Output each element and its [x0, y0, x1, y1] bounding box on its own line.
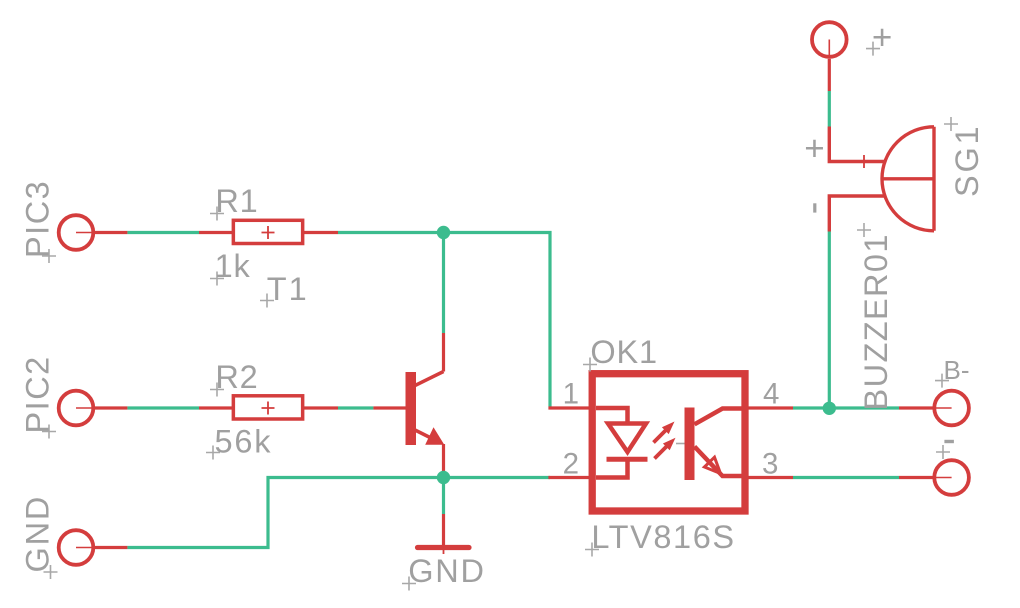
svg-text:1k: 1k [215, 248, 251, 284]
svg-text:+: + [872, 18, 892, 57]
svg-text:+: + [804, 129, 824, 168]
svg-text:GND: GND [19, 495, 55, 573]
svg-text:56k: 56k [215, 424, 273, 460]
svg-text:BUZZER01: BUZZER01 [858, 233, 894, 410]
svg-text:PIC2: PIC2 [20, 355, 56, 433]
svg-text:T1: T1 [267, 271, 309, 307]
svg-text:3: 3 [762, 447, 778, 480]
svg-text:SG1: SG1 [949, 124, 985, 197]
svg-text:1: 1 [563, 378, 579, 411]
svg-text:LTV816S: LTV816S [591, 519, 735, 555]
svg-text:2: 2 [563, 447, 579, 480]
svg-text:B-: B- [944, 355, 970, 385]
svg-text:R1: R1 [215, 183, 258, 219]
svg-text:PIC3: PIC3 [20, 180, 56, 258]
svg-text:GND: GND [408, 553, 486, 589]
svg-text:OK1: OK1 [590, 334, 657, 370]
svg-text:4: 4 [763, 378, 779, 411]
svg-text:R2: R2 [215, 359, 258, 395]
